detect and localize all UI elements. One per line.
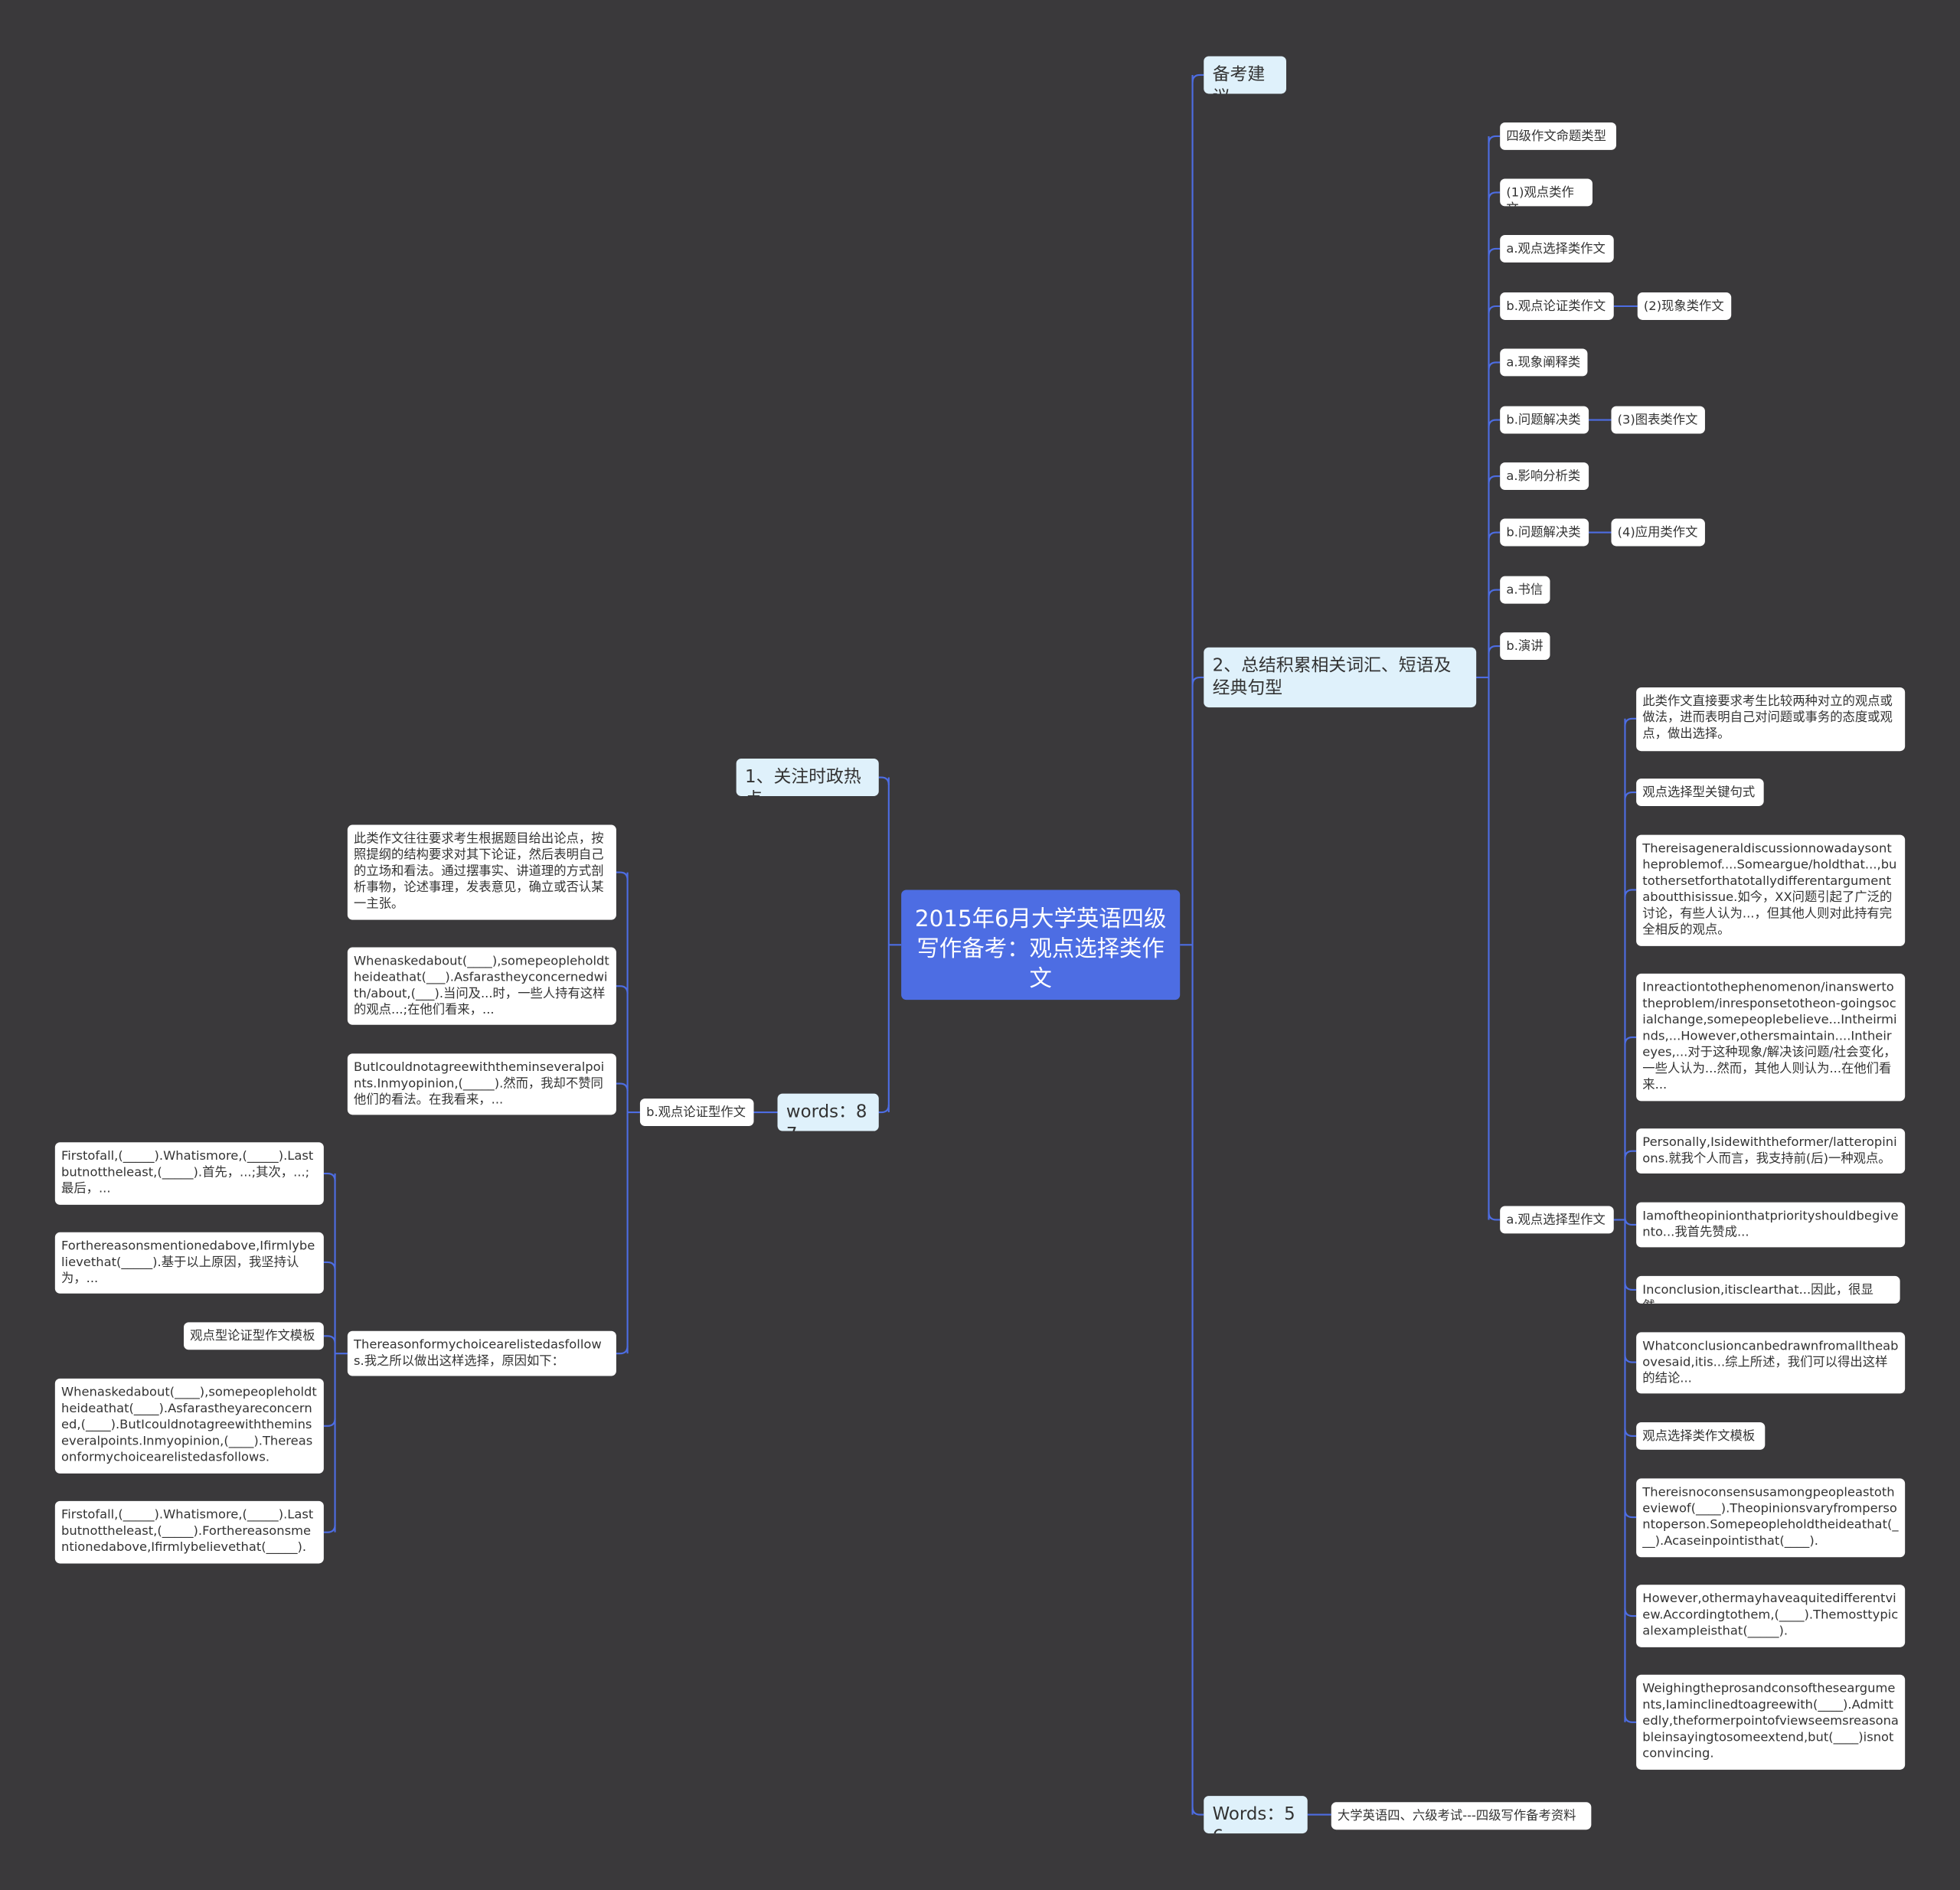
item-argue-type[interactable]: b.观点论证型作文 [639,1098,754,1127]
reason-sentence-2[interactable]: Forthereasonsmentionedabove,Ifirmlybelie… [54,1232,324,1294]
connector-line [1624,889,1637,898]
connector-line [1488,247,1501,256]
choice-template-title[interactable]: 观点选择类作文模板 [1636,1422,1766,1450]
connector-line [1488,1212,1501,1221]
connector-line [616,871,629,880]
connector-line [323,1335,336,1344]
connector-line [1624,1510,1637,1519]
connector-line [323,1172,336,1181]
choice-sentence-2[interactable]: Inreactiontothephenomenon/inanswertothep… [1636,973,1906,1102]
topic-hot-issues[interactable]: 1、关注时政热点 [736,759,879,796]
connector-line [1488,589,1501,598]
item-opinion-choice[interactable]: a.观点选择类作文 [1500,234,1614,263]
connector-line [1191,676,1204,685]
reason-sentence-1[interactable]: Firstofall,(_____).Whatismore,(_____).La… [54,1142,324,1205]
argue-sentence-2[interactable]: ButIcouldnotagreewiththeminseveralpoints… [347,1053,616,1115]
item-impact-analysis[interactable]: a.影响分析类 [1500,462,1589,490]
connector-line [323,1261,336,1270]
connector-line [616,1082,629,1092]
connector-line [1624,1282,1637,1291]
connector-line [1488,475,1501,484]
connector-line [1488,191,1501,201]
connector-line [1488,531,1501,540]
connector-line [1624,1150,1637,1159]
choice-sentence-3[interactable]: Personally,Isidewiththeformer/latteropin… [1636,1128,1906,1174]
item-chart-essay[interactable]: (3)图表类作文 [1611,406,1705,434]
choice-template-3[interactable]: Weighingtheprosandconsofthesearguments,I… [1636,1674,1906,1770]
connector-line [1624,1428,1637,1437]
choice-template-1[interactable]: Thereisnoconsensusamongpeopleastotheview… [1636,1478,1906,1558]
item-problem-solve-1[interactable]: b.问题解决类 [1500,406,1589,434]
argue-reason[interactable]: Thereasonformychoicearelistedasfollows.我… [347,1330,616,1376]
topic-prep-advice[interactable]: 备考建议 [1204,56,1286,94]
choice-key-sentences[interactable]: 观点选择型关键句式 [1636,779,1764,807]
connector-line [1624,1217,1637,1226]
item-problem-solve-2[interactable]: b.问题解决类 [1500,518,1589,547]
connector-line [1488,135,1501,144]
topic-words-56[interactable]: Words：56 [1204,1796,1308,1834]
connector-line [1624,792,1637,800]
argue-sentence-1[interactable]: Whenaskedabout(____),somepeopleholdtheid… [347,947,616,1025]
connector-line [878,1105,890,1114]
item-opinion-argue[interactable]: b.观点论证类作文 [1500,292,1614,320]
topic-accumulate[interactable]: 2、总结积累相关词汇、短语及经典句型 [1204,647,1477,708]
argue-template-2[interactable]: Firstofall,(_____).Whatismore,(_____).La… [54,1500,324,1564]
item-practical-essay[interactable]: (4)应用类作文 [1611,518,1705,547]
connector-line [1191,1807,1204,1816]
item-opinion-choice-type[interactable]: a.观点选择型作文 [1500,1206,1614,1234]
item-speech[interactable]: b.演讲 [1500,632,1550,661]
item-exam-types[interactable]: 四级作文命题类型 [1500,122,1617,150]
connector-line [878,776,890,785]
root-topic[interactable]: 2015年6月大学英语四级写作备考：观点选择类作文 [901,890,1181,1000]
connector-line [323,1524,336,1533]
connector-line [1624,1354,1637,1363]
item-opinion-essay[interactable]: (1)观点类作文 [1500,178,1592,207]
choice-sentence-4[interactable]: Iamoftheopinionthatpriorityshouldbegiven… [1636,1202,1906,1248]
connector-line [616,985,629,994]
choice-template-2[interactable]: However,othermayhaveaquitedifferentview.… [1636,1585,1906,1647]
item-phenomenon-explain[interactable]: a.现象阐释类 [1500,348,1588,377]
connector-line [1624,717,1637,726]
connector-line [1191,73,1204,83]
argue-description[interactable]: 此类作文往往要求考生根据题目给出论点，按照提纲的结构要求对其下论证，然后表明自己… [347,824,616,920]
connector-line [1488,645,1501,654]
words-56-note[interactable]: 大学英语四、六级考试---四级写作备考资料 [1331,1802,1592,1830]
item-letter[interactable]: a.书信 [1500,576,1550,604]
connector-line [616,1346,629,1355]
argue-template-title[interactable]: 观点型论证型作文模板 [183,1322,324,1350]
topic-words-87[interactable]: words：87 [777,1093,879,1131]
connector-line [1624,1036,1637,1045]
item-phenomenon-essay[interactable]: (2)现象类作文 [1637,292,1732,320]
connector-line [1624,1608,1637,1617]
connector-line [1488,419,1501,428]
connector-line [323,1418,336,1427]
choice-sentence-1[interactable]: Thereisageneraldiscussionnowadaysonthepr… [1636,834,1906,946]
choice-sentence-6[interactable]: Whatconclusioncanbedrawnfromalltheaboves… [1636,1332,1906,1394]
connector-line [1488,361,1501,370]
argue-template-1[interactable]: Whenaskedabout(____),somepeopleholdtheid… [54,1378,324,1474]
connector-line [1624,1714,1637,1723]
choice-description[interactable]: 此类作文直接要求考生比较两种对立的观点或做法，进而表明自己对问题或事务的态度或观… [1636,687,1906,752]
connector-line [1488,305,1501,314]
choice-sentence-5[interactable]: Inconclusion,itisclearthat...因此，很显然... [1636,1275,1900,1304]
